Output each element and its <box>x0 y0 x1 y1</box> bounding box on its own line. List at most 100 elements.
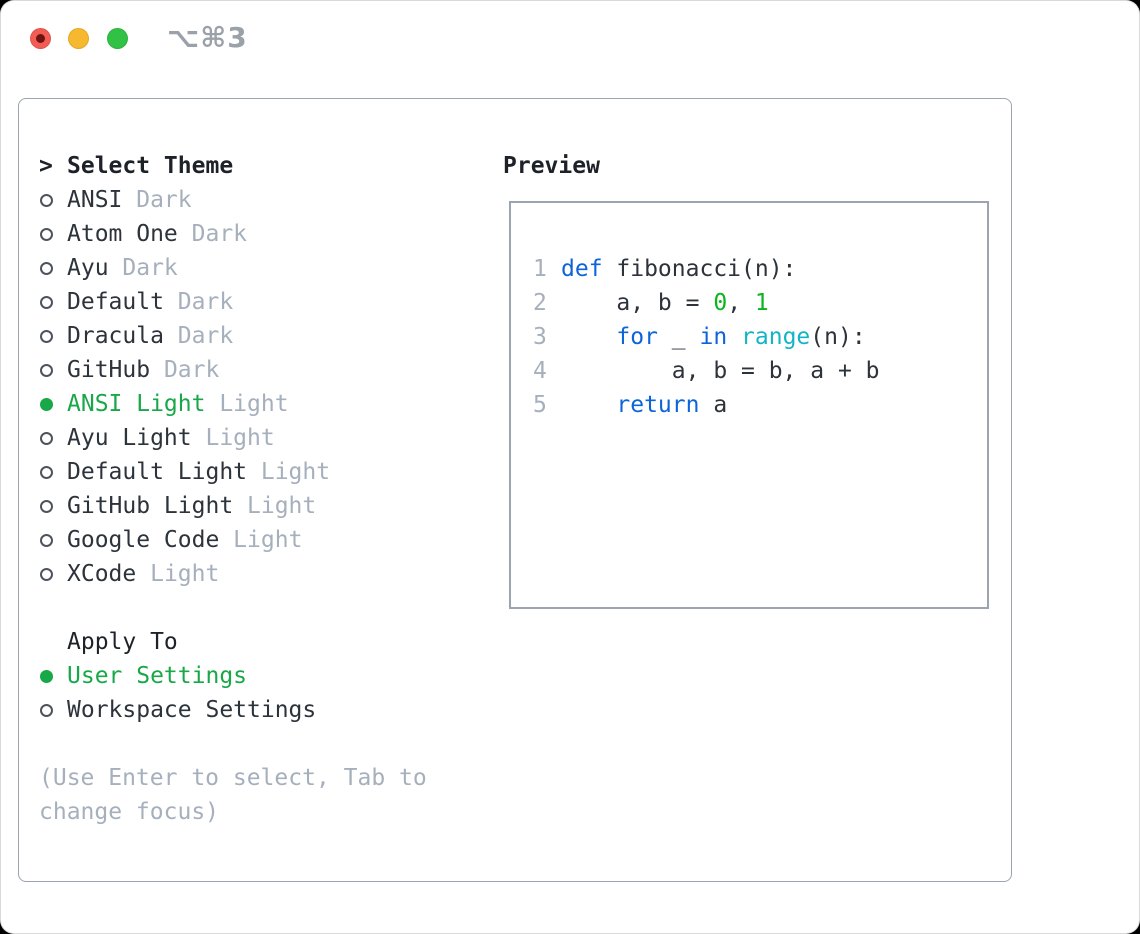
code-token: a, b = <box>561 290 714 316</box>
minimize-button[interactable] <box>68 28 89 49</box>
code-token <box>727 320 741 354</box>
line-number: 4 <box>533 358 547 384</box>
maximize-button[interactable] <box>107 28 128 49</box>
code-token: , <box>727 290 755 316</box>
radio-icon <box>40 261 53 275</box>
radio-marker <box>39 703 67 717</box>
theme-option-github-light[interactable]: GitHub Light Light <box>39 489 427 523</box>
radio-marker <box>39 193 67 207</box>
theme-variant: Dark <box>150 357 220 383</box>
radio-marker <box>39 533 67 547</box>
theme-option-dracula[interactable]: Dracula Dark <box>39 319 427 353</box>
theme-option-ansi-light[interactable]: ANSI Light Light <box>39 387 427 421</box>
theme-name: GitHub <box>67 357 151 383</box>
radio-icon <box>40 465 53 479</box>
theme-option-google-code[interactable]: Google Code Light <box>39 523 427 557</box>
theme-name: Default <box>67 289 164 315</box>
theme-variant: Light <box>233 493 317 519</box>
theme-name: Google Code <box>67 527 220 553</box>
theme-name: GitHub Light <box>67 493 234 519</box>
preview-title: Preview <box>503 153 600 179</box>
code-token: 1 <box>754 290 769 316</box>
code-token: return <box>616 392 700 418</box>
code-token: a, b = b, a + b <box>561 358 880 384</box>
apply-option-label: Workspace Settings <box>67 697 317 723</box>
theme-option-ayu[interactable]: Ayu Dark <box>39 251 427 285</box>
code-token: a <box>699 392 728 418</box>
theme-variant: Dark <box>122 187 192 213</box>
line-number: 1 <box>533 256 547 282</box>
theme-variant: Dark <box>177 221 248 247</box>
theme-option-github[interactable]: GitHub Dark <box>39 353 427 387</box>
theme-variant: Light <box>205 391 289 417</box>
theme-variant: Light <box>219 527 303 553</box>
window-shortcut-label: ⌥⌘3 <box>167 21 248 54</box>
radio-marker <box>39 261 67 275</box>
radio-marker <box>39 329 67 343</box>
code-line: 3 for _ in range(n): <box>533 320 987 354</box>
radio-marker <box>39 567 67 581</box>
radio-marker <box>39 669 67 683</box>
radio-marker <box>39 431 67 445</box>
code-token: _ <box>657 324 700 350</box>
theme-name: Ayu <box>67 255 109 281</box>
apply-option-workspace-settings[interactable]: Workspace Settings <box>39 693 427 727</box>
theme-variant: Light <box>136 561 220 587</box>
radio-icon <box>40 431 53 445</box>
code-token: fibonacci(n): <box>602 256 797 282</box>
theme-variant: Light <box>247 459 331 485</box>
apply-option-user-settings[interactable]: User Settings <box>39 659 427 693</box>
code-token: range <box>741 324 811 350</box>
theme-name: ANSI <box>67 187 123 213</box>
theme-variant: Dark <box>108 255 178 281</box>
theme-name: Default Light <box>67 459 248 485</box>
radio-icon <box>40 295 53 309</box>
radio-icon <box>40 533 53 547</box>
theme-variant: Light <box>191 425 275 451</box>
theme-option-ansi[interactable]: ANSI Dark <box>39 183 427 217</box>
theme-option-default-light[interactable]: Default Light Light <box>39 455 427 489</box>
code-token: in <box>699 324 728 350</box>
close-button[interactable] <box>30 28 51 49</box>
code-token: for <box>616 324 658 350</box>
radio-marker <box>39 397 67 411</box>
spacer <box>533 422 987 456</box>
radio-icon <box>40 703 53 717</box>
code-line: 4 a, b = b, a + b <box>533 354 987 388</box>
theme-option-default[interactable]: Default Dark <box>39 285 427 319</box>
spacer <box>39 591 427 625</box>
code-token <box>561 320 616 354</box>
radio-icon <box>40 227 53 241</box>
code-token: 0 <box>713 290 728 316</box>
theme-option-xcode[interactable]: XCode Light <box>39 557 427 591</box>
radio-icon <box>40 669 53 683</box>
code-token: (n): <box>810 324 866 350</box>
select-theme-title: Select Theme <box>67 153 234 179</box>
radio-icon <box>40 567 53 581</box>
apply-to-header: Apply To <box>39 625 427 659</box>
radio-icon <box>40 397 53 411</box>
theme-option-atom-one[interactable]: Atom One Dark <box>39 217 427 251</box>
radio-icon <box>40 329 53 343</box>
apply-option-label: User Settings <box>67 663 248 689</box>
code-line: 1 def fibonacci(n): <box>533 252 987 286</box>
code-token: def <box>561 256 603 282</box>
help-line: (Use Enter to select, Tab to <box>39 765 427 791</box>
code-token <box>561 388 616 422</box>
radio-marker <box>39 227 67 241</box>
radio-marker <box>39 295 67 309</box>
radio-icon <box>40 193 53 207</box>
theme-name: Ayu Light <box>67 425 192 451</box>
focus-caret: > <box>39 153 53 179</box>
theme-name: Atom One <box>67 221 178 247</box>
theme-name: ANSI Light <box>67 391 206 417</box>
apply-to-title: Apply To <box>67 629 178 655</box>
theme-option-ayu-light[interactable]: Ayu Light Light <box>39 421 427 455</box>
